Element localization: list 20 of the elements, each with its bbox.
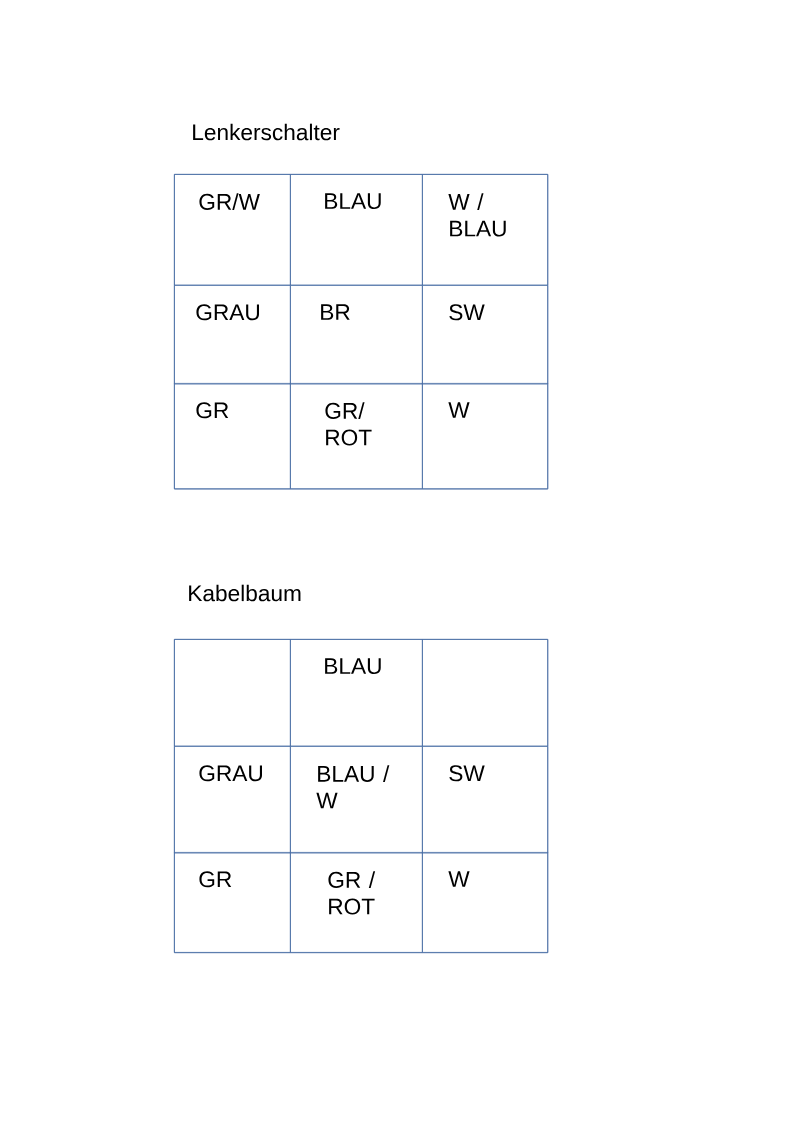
table-cell: BLAU / W [290, 746, 423, 854]
table-cell: GRAU [174, 285, 291, 385]
table-cell: W [422, 852, 549, 953]
table-cell: W / BLAU [422, 174, 549, 286]
table-heading: Lenkerschalter [193, 123, 340, 141]
table-heading: Kabelbaum [189, 584, 301, 602]
table-cell [422, 639, 549, 747]
table-cell: GR [174, 852, 291, 953]
table-cell: SW [422, 285, 549, 385]
table-cell: GR [174, 383, 291, 490]
table-cell: SW [422, 746, 549, 854]
table-cell: GR/ ROT [290, 383, 423, 490]
table-cell: GR / ROT [290, 852, 423, 953]
table-cell: GRAU [174, 746, 291, 854]
table-cell [174, 639, 291, 747]
table-cell: BLAU [290, 639, 423, 747]
table-cell: BLAU [290, 174, 423, 286]
table-cell: GR/W [174, 174, 291, 286]
table-cell: BR [290, 285, 423, 385]
table-cell: W [422, 383, 549, 490]
